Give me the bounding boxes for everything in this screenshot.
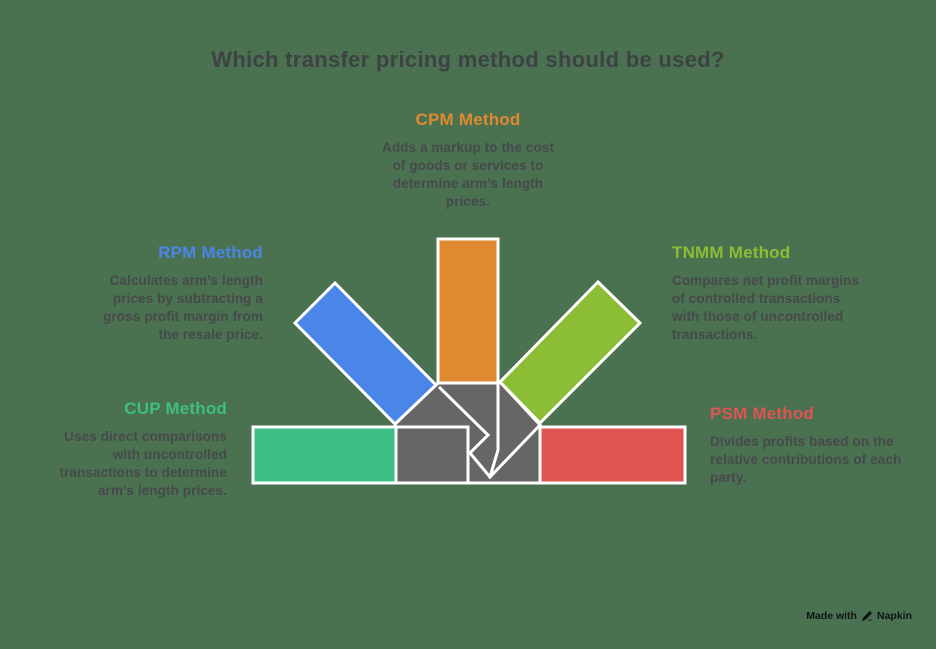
method-block-cup: CUP Method Uses direct comparisons with … xyxy=(39,399,227,500)
method-description-cpm: Adds a markup to the cost of goods or se… xyxy=(381,140,555,209)
arrow-tip-seams xyxy=(394,381,543,485)
method-heading-psm: PSM Method xyxy=(710,404,814,423)
method-description-rpm: Calculates arm’s length prices by subtra… xyxy=(103,273,263,342)
psm-arrow-tail xyxy=(538,425,687,485)
method-description-psm: Divides profits based on the relative co… xyxy=(710,434,902,485)
footer-credit: Made with Napkin xyxy=(806,610,912,622)
method-block-cpm: CPM Method Adds a markup to the cost of … xyxy=(374,110,562,211)
method-heading-tnmm: TNMM Method xyxy=(672,243,791,262)
tnmm-arrow-tail xyxy=(497,279,643,426)
method-description-tnmm: Compares net profit margins of controlle… xyxy=(672,273,860,342)
method-heading-cpm: CPM Method xyxy=(415,110,521,129)
footer-made-with-label: Made with xyxy=(806,610,857,622)
page-title: Which transfer pricing method should be … xyxy=(211,47,725,72)
method-block-psm: PSM Method Divides profits based on the … xyxy=(710,404,904,487)
pen-icon xyxy=(861,610,873,622)
rpm-arrow-tail xyxy=(292,280,439,427)
method-heading-rpm: RPM Method xyxy=(158,243,263,262)
method-heading-cup: CUP Method xyxy=(124,399,227,418)
method-block-rpm: RPM Method Calculates arm’s length price… xyxy=(81,243,263,344)
cup-arrow-tail xyxy=(251,425,398,485)
footer-brand-label: Napkin xyxy=(876,610,912,622)
method-description-cup: Uses direct comparisons with uncontrolle… xyxy=(59,429,227,498)
cpm-arrow-tail xyxy=(436,237,500,385)
method-block-tnmm: TNMM Method Compares net profit margins … xyxy=(672,243,865,344)
